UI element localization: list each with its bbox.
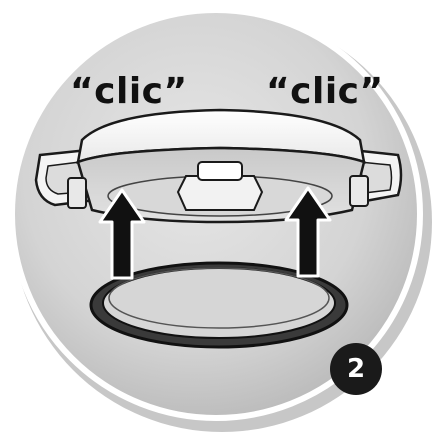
arrow-up-icon-left [98, 188, 146, 280]
click-callout-right: “clic” [266, 71, 384, 112]
sealing-ring-icon [89, 261, 349, 349]
step-number-badge: 2 [330, 343, 382, 395]
pressure-cooker-lid-icon [34, 108, 403, 224]
arrow-up-icon-right [284, 186, 332, 278]
click-callout-left: “clic” [70, 71, 188, 112]
